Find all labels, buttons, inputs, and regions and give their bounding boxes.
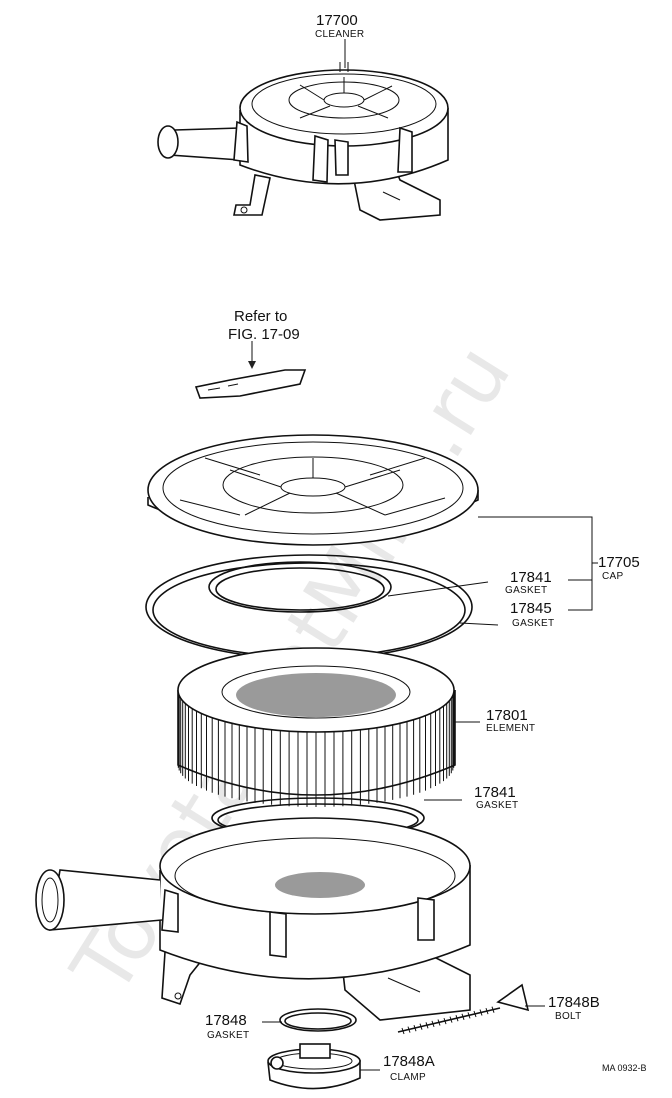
- label-cap-number: 17705: [598, 554, 640, 571]
- label-gasket-lower-name: GASKET: [476, 800, 518, 811]
- label-gasket-mount-number: 17848: [205, 1012, 247, 1029]
- cleaner-assembly-drawing: [157, 62, 449, 221]
- label-gasket-upper-number: 17841: [510, 569, 552, 586]
- label-bolt-name: BOLT: [555, 1011, 582, 1022]
- leader-gasket-upper: [387, 581, 489, 597]
- bolt-drawing: [397, 983, 530, 1035]
- leader-gasket-cap: [459, 622, 499, 626]
- label-cleaner-number: 17700: [316, 12, 358, 29]
- clamp-drawing: [267, 1043, 361, 1090]
- label-clamp-name: CLAMP: [390, 1072, 426, 1083]
- reference-line1: Refer to: [234, 308, 287, 325]
- label-gasket-upper-name: GASKET: [505, 585, 547, 596]
- label-element-name: ELEMENT: [486, 723, 535, 734]
- element-drawing: [177, 647, 456, 807]
- mount-gasket-drawing: [279, 1008, 357, 1032]
- label-element-number: 17801: [486, 707, 528, 724]
- reference-line2: FIG. 17-09: [228, 326, 300, 343]
- label-cap-name: CAP: [602, 571, 623, 582]
- label-gasket-cap-number: 17845: [510, 600, 552, 617]
- cap-bracket-line: [478, 516, 598, 611]
- label-clamp-number: 17848A: [383, 1053, 435, 1070]
- cap-drawing: [147, 434, 479, 546]
- label-gasket-cap-name: GASKET: [512, 618, 554, 629]
- label-bolt-number: 17848B: [548, 994, 600, 1011]
- label-cleaner-name: CLEANER: [315, 29, 364, 40]
- label-gasket-mount-name: GASKET: [207, 1030, 249, 1041]
- reference-strip-part: [194, 369, 307, 399]
- label-gasket-lower-number: 17841: [474, 784, 516, 801]
- drawing-code: MA 0932-B: [602, 1063, 647, 1073]
- cleaner-body-drawing: [35, 817, 471, 1021]
- upper-gasket-drawing: [208, 561, 392, 613]
